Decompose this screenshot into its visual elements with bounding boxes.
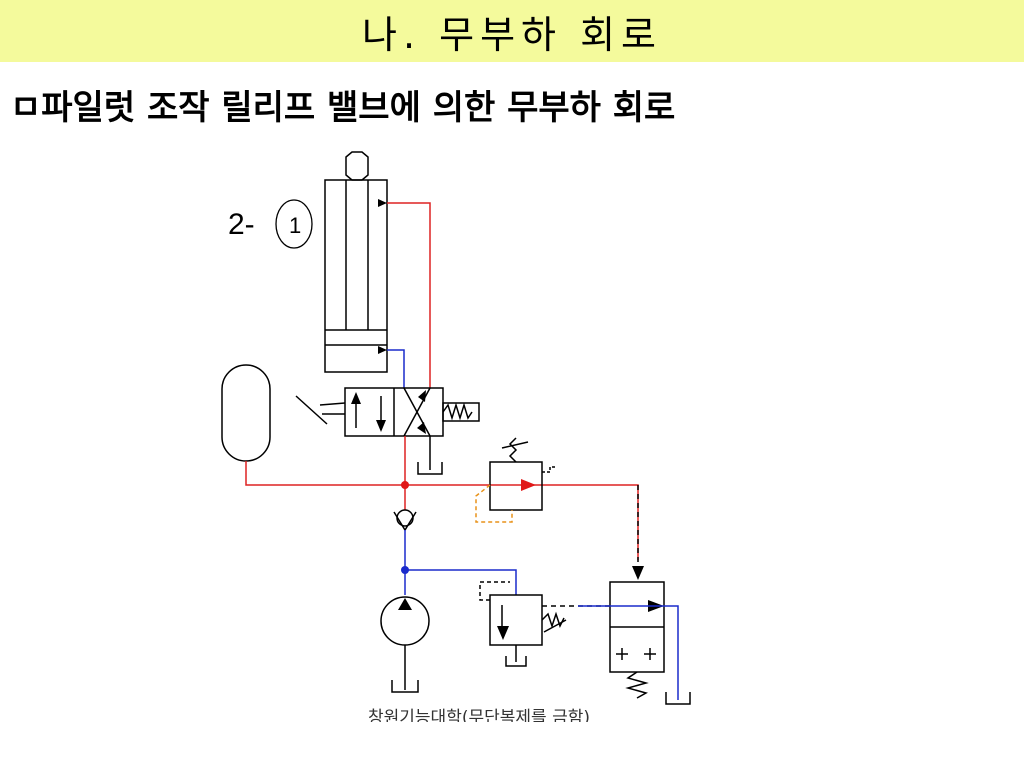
pump-arrow bbox=[398, 598, 412, 610]
title-bar: 나. 무부하 회로 bbox=[0, 0, 1024, 62]
hydraulic-cylinder bbox=[324, 151, 388, 373]
lower-valve-arrow bbox=[497, 626, 509, 640]
junction-blue bbox=[401, 566, 409, 574]
return-line-cylinder-bottom bbox=[387, 349, 405, 388]
pressure-line-to-unloading-valve bbox=[405, 484, 639, 560]
cylinder-label-prefix: 2- bbox=[228, 208, 255, 241]
cylinder-label: 2- 1 bbox=[228, 199, 313, 249]
subtitle-bullet-icon: ㅁ bbox=[10, 88, 42, 128]
blue-return-line bbox=[578, 605, 679, 700]
subtitle: ㅁ파일럿 조작 릴리프 밸브에 의한 무부하 회로 bbox=[10, 80, 675, 129]
page-title: 나. 무부하 회로 bbox=[362, 12, 662, 57]
unloading-valve bbox=[609, 581, 665, 699]
subtitle-text: 파일럿 조작 릴리프 밸브에 의한 무부하 회로 bbox=[41, 88, 676, 128]
cylinder-top-port-arrow bbox=[378, 199, 387, 207]
footer-text: 창원기능대학(무단복제를 금함) bbox=[368, 708, 590, 722]
orange-pilot-line bbox=[475, 484, 513, 523]
main-pressure-line bbox=[245, 436, 406, 486]
hydraulic-pump bbox=[380, 596, 430, 693]
junction-red bbox=[401, 481, 409, 489]
tank-dcv bbox=[417, 436, 443, 475]
cylinder-label-circle bbox=[275, 199, 313, 249]
cylinder-bottom-port-arrow bbox=[378, 346, 387, 354]
dcv-cross-arrow-1 bbox=[418, 390, 426, 402]
relief-valve-lower bbox=[479, 581, 567, 667]
pump-line-to-lower-relief bbox=[405, 569, 517, 595]
dcv-cross-arrow-2 bbox=[417, 422, 426, 434]
tank-unloading bbox=[665, 692, 691, 705]
check-valve bbox=[393, 509, 417, 532]
pilot-relief-valve-upper bbox=[489, 437, 556, 511]
dcv-arrow-up bbox=[351, 392, 361, 404]
directional-control-valve bbox=[295, 387, 480, 437]
unloading-pilot-arrow bbox=[632, 566, 644, 580]
dcv-arrow-down bbox=[376, 420, 386, 432]
upper-valve-arrow bbox=[521, 479, 536, 491]
pressure-line-to-cylinder bbox=[387, 202, 431, 388]
cylinder-label-number: 1 bbox=[289, 213, 301, 238]
accumulator bbox=[221, 364, 271, 462]
